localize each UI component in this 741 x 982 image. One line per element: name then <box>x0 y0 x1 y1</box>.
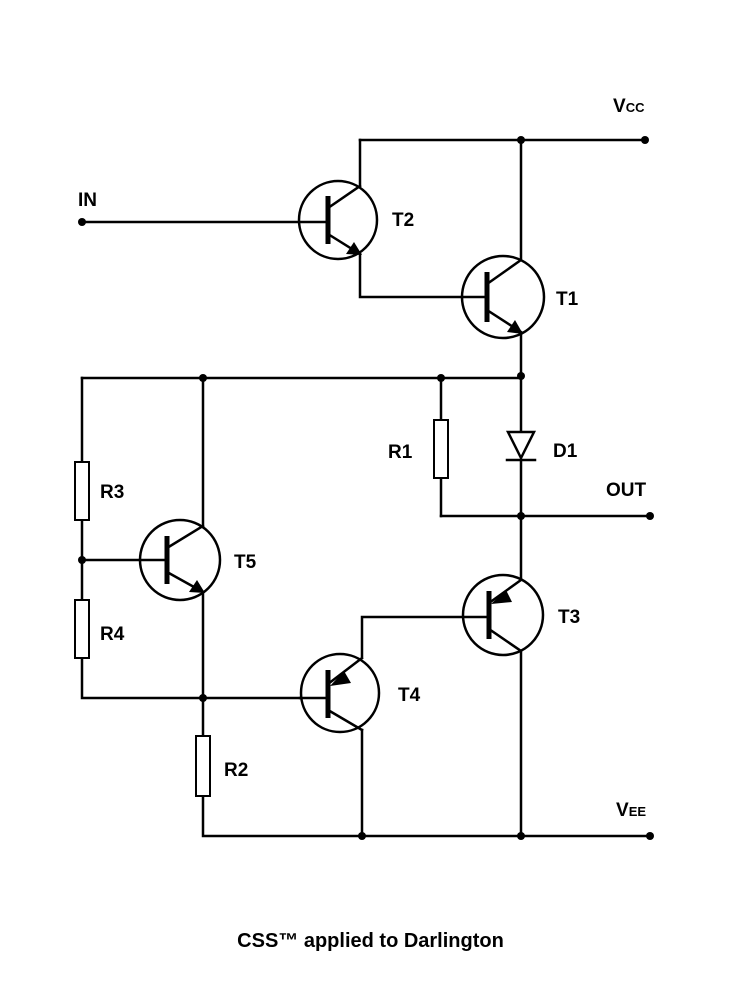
vcc-label: VCC <box>613 96 645 117</box>
transistor-t4 <box>298 652 381 734</box>
r3-label: R3 <box>100 482 124 503</box>
resistor-r3 <box>74 461 90 521</box>
t2-label: T2 <box>392 210 414 231</box>
transistor-t3 <box>461 573 545 657</box>
in-label: IN <box>78 190 97 211</box>
vee-label: VEE <box>616 800 646 821</box>
r2-label: R2 <box>224 760 248 781</box>
resistor-r4 <box>74 599 90 659</box>
t4-label: T4 <box>398 685 421 706</box>
d1-label: D1 <box>553 441 578 462</box>
transistor-t5 <box>138 518 222 602</box>
r1-label: R1 <box>388 442 413 463</box>
resistor-r1 <box>433 419 449 479</box>
figure-caption: CSS™ applied to Darlington <box>237 930 504 952</box>
t5-label: T5 <box>234 552 257 573</box>
transistor-t2 <box>297 179 379 261</box>
out-label: OUT <box>606 480 647 501</box>
junction-dots <box>78 136 654 840</box>
resistor-r2 <box>195 735 211 797</box>
t1-label: T1 <box>556 289 579 310</box>
diode-d1 <box>505 430 537 462</box>
transistor-t1 <box>460 254 546 340</box>
r4-label: R4 <box>100 624 125 645</box>
t3-label: T3 <box>558 607 580 628</box>
